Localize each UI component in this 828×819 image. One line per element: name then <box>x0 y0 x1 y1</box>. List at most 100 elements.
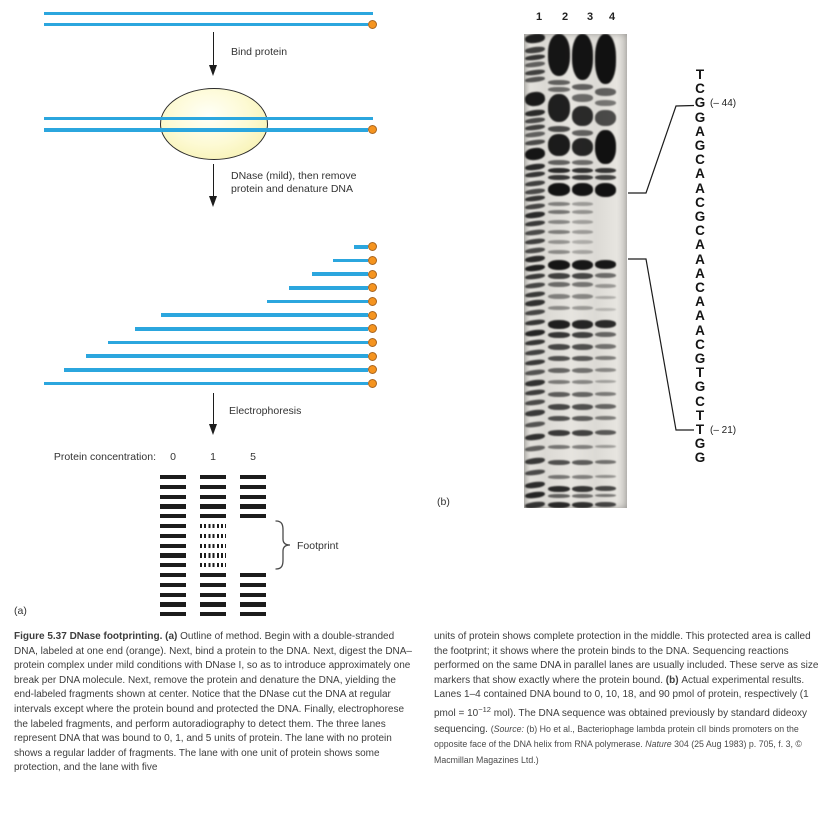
gel-photo-band <box>572 392 593 397</box>
arrowhead-dnase <box>209 196 217 207</box>
sequence-letter: C <box>695 81 705 97</box>
sequence-letter: A <box>695 166 705 182</box>
gel-photo-band <box>572 356 593 361</box>
gel-photo-band <box>524 368 546 377</box>
gel-photo-band <box>572 34 593 80</box>
sequence-position-label: (– 44) <box>710 98 737 110</box>
gel-schematic-band <box>200 582 226 588</box>
end-label-dot <box>368 297 377 306</box>
gel-photo-band <box>595 404 616 409</box>
sequence-letter: A <box>695 265 705 281</box>
gel-photo-band <box>595 430 616 435</box>
gel-photo-band <box>524 254 546 264</box>
end-label-dot <box>368 269 377 279</box>
end-label-dot <box>368 365 377 375</box>
caption-run: Outline of method. Begin with a double-s… <box>14 631 412 774</box>
dna-strand-bottom <box>44 22 368 27</box>
caption-run: mol). The DNA sequence was obtained prev… <box>434 707 808 735</box>
gel-photo-band <box>595 34 616 84</box>
gel-photo-band <box>548 344 570 350</box>
gel-photo-band <box>524 290 546 299</box>
gel-photo-band <box>548 175 570 180</box>
gel-lane-number: 2 <box>561 11 569 23</box>
gel-photo-band <box>595 320 616 328</box>
arrow-electrophoresis <box>212 393 215 425</box>
gel-photo-band <box>572 168 593 173</box>
gel-photo-band <box>548 294 570 299</box>
sequence-letter: G <box>694 138 706 153</box>
end-label-dot <box>368 338 377 347</box>
arrow-dnase <box>212 164 215 197</box>
gel-photo-band <box>572 138 593 156</box>
gel-photo-band <box>524 116 546 125</box>
end-label-dot <box>368 20 377 30</box>
gel-schematic-band <box>160 494 186 499</box>
gel-schematic-band <box>160 484 186 490</box>
gel-photo-band <box>524 338 546 347</box>
sequence-letter: A <box>695 251 705 267</box>
gel-photo-band <box>595 368 616 372</box>
gel-photo-band <box>572 94 593 102</box>
gel-photo-band <box>524 146 546 162</box>
gel-photo-band <box>548 320 570 329</box>
sequence-letter: G <box>694 450 706 466</box>
gel-photo-band <box>595 475 616 478</box>
caption-run: Figure 5.37 DNase footprinting. (a) <box>14 631 181 642</box>
gel-photo-band <box>595 273 616 278</box>
gel-photo-band <box>524 281 546 290</box>
gel-schematic-band <box>160 592 186 597</box>
gel-photo-band <box>572 183 593 196</box>
gel-photo-band <box>524 108 546 118</box>
dnase-label-line2: protein and denature DNA <box>231 183 353 195</box>
gel-photo-band <box>524 420 546 429</box>
gel-photo-band <box>548 306 570 310</box>
end-label-dot <box>368 283 377 293</box>
lane-label-5: 5 <box>250 451 256 463</box>
gel-schematic-band <box>160 582 186 588</box>
gel-schematic-band <box>200 524 226 529</box>
gel-photo-band <box>595 380 616 383</box>
lane-label-0: 0 <box>170 451 176 463</box>
gel-photo-band <box>548 475 570 479</box>
gel-photo <box>524 34 627 508</box>
sequence-letter: T <box>695 67 705 82</box>
gel-photo-band <box>524 308 546 317</box>
gel-photo-band <box>548 230 570 234</box>
gel-schematic-band <box>160 553 186 558</box>
gel-photo-band <box>595 445 616 448</box>
gel-photo-band <box>524 318 546 327</box>
gel-lane-number: 3 <box>586 11 594 23</box>
gel-photo-band <box>524 456 546 466</box>
gel-schematic-band <box>200 543 226 548</box>
gel-photo-band <box>548 445 570 449</box>
sequence-letter: C <box>695 194 705 210</box>
gel-photo-band <box>524 219 546 228</box>
end-label-dot <box>368 379 377 389</box>
gel-schematic-band <box>160 475 186 480</box>
dna-fragment-line <box>267 299 368 304</box>
gel-photo-band <box>524 263 546 273</box>
panel-b-label: (b) <box>437 496 450 508</box>
gel-photo-band <box>524 298 546 308</box>
gel-photo-band <box>595 175 616 180</box>
gel-schematic-band <box>200 514 226 519</box>
gel-schematic-band <box>160 514 186 519</box>
dna-fragment-line <box>44 381 368 386</box>
gel-photo-band <box>572 380 593 384</box>
gel-photo-band <box>572 273 593 279</box>
sequence-letter: C <box>695 336 705 352</box>
gel-photo-band <box>548 273 570 279</box>
gel-photo-band <box>524 53 546 62</box>
sequence-letter: A <box>695 237 705 253</box>
dna-fragment-line <box>86 354 368 358</box>
caption-run: ( <box>490 723 494 734</box>
gel-schematic-band <box>240 504 266 509</box>
gel-photo-band <box>548 380 570 384</box>
gel-photo-band <box>524 123 546 132</box>
gel-photo-band <box>524 444 546 453</box>
gel-photo-band <box>524 408 546 418</box>
sequence-letter: C <box>695 223 705 239</box>
gel-photo-band <box>524 500 546 508</box>
gel-schematic-band <box>200 504 226 509</box>
gel-photo-band <box>572 404 593 410</box>
